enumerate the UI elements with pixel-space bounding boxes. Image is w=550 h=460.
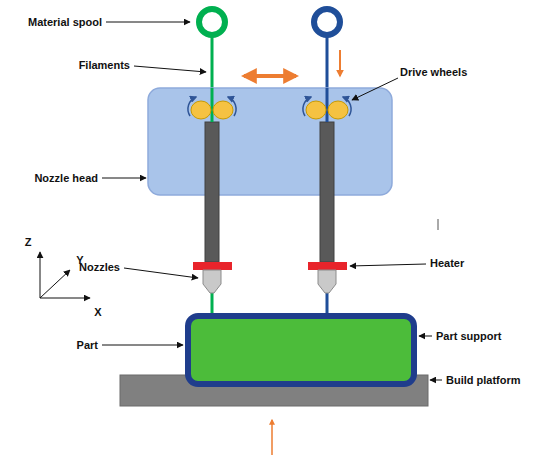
part-label: Material spool [28, 15, 102, 29]
nozzle-tip [318, 270, 336, 293]
axis-label: Y [76, 253, 83, 267]
part-label: Nozzles [79, 260, 120, 274]
nozzle-tip [203, 270, 221, 293]
drive-wheel [191, 101, 211, 119]
heater [308, 262, 347, 270]
drive-wheel [306, 101, 326, 119]
nozzle-head [148, 88, 392, 195]
feed-arrow [339, 50, 341, 76]
part-label: Drive wheels [400, 65, 467, 79]
rotation-arrow [228, 97, 236, 116]
nozzle-tube [205, 122, 219, 262]
y-axis [40, 270, 70, 298]
part-with-support [188, 316, 414, 384]
leader-arrows [102, 22, 442, 380]
stray-mark [438, 219, 439, 230]
axis-label: Z [25, 235, 32, 249]
material-spool [199, 9, 225, 35]
part-label: Nozzle head [34, 171, 98, 185]
part-label: Part [77, 338, 98, 352]
nozzle-tube [320, 122, 334, 262]
drive-wheel [213, 101, 233, 119]
rotation-arrow [188, 97, 196, 116]
heater [193, 262, 232, 270]
axis-label: X [94, 305, 101, 319]
part-label: Heater [430, 256, 464, 270]
drive-wheel [328, 101, 348, 119]
part-label: Filaments [79, 58, 130, 72]
rotation-arrow [303, 97, 311, 116]
z-axis [40, 252, 41, 298]
material-spool [314, 9, 340, 35]
rotation-arrow [343, 97, 351, 116]
part-label: Build platform [446, 373, 521, 387]
x-axis [40, 298, 90, 299]
platform-motion-arrow [271, 420, 273, 455]
motion-arrow [244, 74, 296, 78]
part-label: Part support [436, 329, 501, 343]
